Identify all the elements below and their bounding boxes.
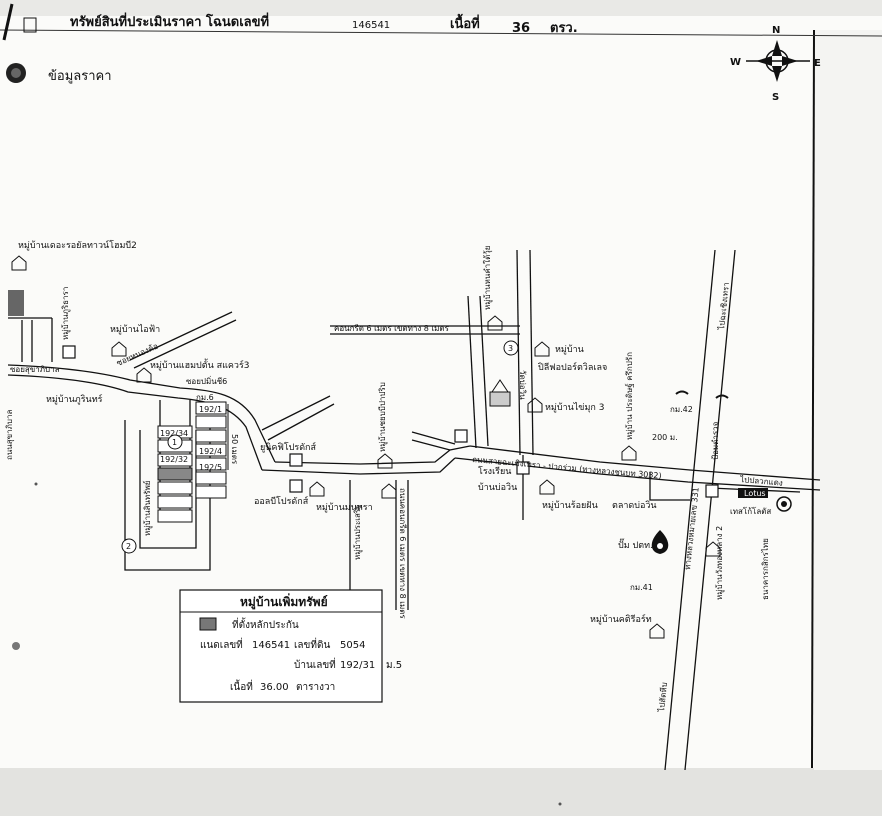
label-the-royal: หมู่บ้านเดอะรอยัลทาวน์โฮมบี2 bbox=[18, 239, 137, 251]
house-icons bbox=[11, 255, 721, 639]
scan-speck bbox=[12, 642, 20, 650]
compass-s: S bbox=[772, 92, 779, 103]
right-page-border bbox=[811, 29, 815, 769]
label-temple: วัดบ่อวิน bbox=[518, 370, 527, 400]
scan-speck-3 bbox=[558, 802, 562, 806]
label-cp: ยูนิคฟิโปรดักส์ bbox=[260, 441, 316, 453]
svg-text:2: 2 bbox=[126, 542, 131, 551]
plot-label-5: 192/5 bbox=[199, 463, 222, 472]
label-bua-thong: หมู่บ้านคติรีอร์ท bbox=[590, 613, 652, 625]
section-label: ข้อมูลราคา bbox=[48, 69, 112, 84]
plot-km-label: กม.6 bbox=[196, 393, 214, 402]
building-squares bbox=[62, 345, 719, 498]
label-petchchai: หมู่บ้านวังทองหลาง 2 bbox=[715, 526, 725, 600]
label-po: ป้อมตำรวจ bbox=[711, 421, 720, 460]
marker-2: 2 bbox=[121, 538, 137, 554]
right-page-strip bbox=[814, 30, 882, 770]
legend-house-value: 192/31 bbox=[340, 660, 375, 671]
plot-label-1: 192/1 bbox=[199, 405, 222, 414]
header-area-label: เนื้อที่ bbox=[450, 13, 480, 32]
corner-box bbox=[23, 17, 37, 33]
legend-collateral: ที่ตั้งหลักประกัน bbox=[232, 617, 299, 631]
label-phuritara: หมู่บ้านภูริธารา bbox=[61, 287, 71, 340]
label-200m: 200 ม. bbox=[652, 433, 678, 442]
legend-deed-label: แนดเลขที่ bbox=[200, 637, 243, 651]
header-area-unit: ตรว. bbox=[550, 21, 578, 36]
label-sam-pheri-road: ซอยปมิ่นชี6 bbox=[186, 375, 227, 386]
label-sam-pheri: หมู่บ้านแฮมปตั้น สแควร์3 bbox=[150, 358, 250, 371]
label-ptt: ปั๊ม ปตท. bbox=[618, 538, 653, 551]
label-bw-prachit: หมู่บ้าน ประดิษฐ์ ครึกปรัก bbox=[624, 352, 635, 440]
compass-rose-icon bbox=[746, 40, 810, 82]
legend-area-value: 36.00 bbox=[260, 682, 289, 693]
plot-label-4: 192/4 bbox=[199, 447, 222, 456]
legend-area-label: เนื้อที่ bbox=[230, 679, 253, 693]
label-sinsap: หมู่บ้านสินทรัพย์ bbox=[142, 481, 153, 536]
scan-speck-2 bbox=[34, 482, 38, 486]
label-to-sattahip: ไปสัตหีบ bbox=[657, 682, 669, 713]
label-manora: หมู่บ้านมนหรา bbox=[316, 502, 373, 513]
bank-icon bbox=[776, 496, 792, 512]
label-sinsap-west: หมู่บ้านภูรินทร์ bbox=[46, 393, 103, 405]
temple-icon bbox=[489, 379, 511, 407]
lotus-logo bbox=[738, 488, 768, 498]
label-school: โรงเรียน bbox=[478, 466, 511, 477]
marker-1: 1 bbox=[167, 434, 183, 450]
compass-w: W bbox=[730, 57, 741, 68]
label-cha-nart: หมู่บ้านชยบบีปาปริบ bbox=[378, 382, 388, 452]
label-kaimuk: หมู่บ้านไข่มุก 3 bbox=[545, 402, 604, 413]
ptt-pump-icon bbox=[651, 530, 669, 554]
legend-title: หมู่บ้านเพิ่มทรัพย์ bbox=[240, 593, 328, 610]
label-concrete: คอนกรีต 6 เมตร เขตทาง 8 เมตร bbox=[334, 324, 450, 333]
bird-marks bbox=[675, 390, 729, 399]
legend-box bbox=[179, 589, 383, 703]
plot-label-32: 192/32 bbox=[160, 455, 188, 464]
legend-deed-value: 146541 bbox=[252, 640, 290, 651]
label-school2: บ้านบ่อวิน bbox=[478, 482, 517, 493]
label-prasert: หมู่บ้านประเสริฐ bbox=[353, 504, 363, 560]
compass-e: E bbox=[814, 58, 821, 69]
label-oilprod: ออลบีโปรดักส์ bbox=[254, 495, 309, 507]
compass-n: N bbox=[772, 25, 780, 36]
scan-noise-top bbox=[0, 0, 882, 16]
legend-area-unit: ตารางวา bbox=[296, 682, 335, 693]
label-pd-resort2: ปิลีฟอปอร์ตวิลเลจ bbox=[538, 361, 607, 373]
legend-village-no: ม.5 bbox=[386, 660, 402, 671]
header-deed-no: 146541 bbox=[352, 20, 390, 31]
plot-label-34: 192/34 bbox=[160, 429, 188, 438]
label-market: ตลาดบ่อวิน bbox=[612, 500, 657, 511]
svg-text:1: 1 bbox=[172, 438, 177, 447]
legend-land-no-value: 5054 bbox=[340, 640, 365, 651]
scan-noise-bottom bbox=[0, 768, 882, 816]
legend-land-no-label: เลขที่ดิน bbox=[294, 637, 330, 651]
label-pd-resort: หมู่บ้าน bbox=[555, 344, 584, 355]
top-page-border bbox=[0, 29, 882, 37]
label-roimaen: หมู่บ้านร้อยฝัน bbox=[542, 500, 598, 511]
svg-text:3: 3 bbox=[508, 344, 513, 353]
label-km41: กม.41 bbox=[630, 583, 653, 592]
scan-left-blot bbox=[8, 290, 24, 316]
marker-3: 3 bbox=[503, 340, 519, 356]
label-km42: กม.42 bbox=[670, 405, 693, 414]
legend-house-label: บ้านเลขที่ bbox=[294, 657, 336, 671]
legend-collateral-swatch bbox=[199, 617, 217, 631]
label-soi-conc: ถนนคอนกรีต 6 เมตร เขตทาง 8 เมตร bbox=[398, 488, 407, 619]
distance-50m: 50 เมตร bbox=[230, 434, 239, 465]
label-soi-west: ซอยสุขาภิบาล bbox=[10, 365, 60, 374]
header-title: ทรัพย์สินที่ประเมินราคา โฉนดเลขที่ bbox=[70, 12, 269, 30]
left-corner-mark bbox=[2, 3, 14, 41]
label-jaimai: หมู่บ้านไอฟ้า bbox=[110, 324, 160, 335]
label-to-pluak: ไปปลวกแดง bbox=[739, 475, 783, 488]
label-bank: ธนาคารกสิกรไทย bbox=[761, 538, 770, 600]
lotus-logo-text: Lotus bbox=[744, 489, 766, 498]
label-lotus2: เทสโก้โลตัส bbox=[730, 506, 771, 516]
header-area-value: 36 bbox=[512, 21, 530, 36]
label-aungchai: หมู่บ้านหนคำใต้วุ้ย bbox=[483, 246, 493, 310]
label-left-road: ถนนสุขาภิบาล bbox=[5, 410, 14, 460]
